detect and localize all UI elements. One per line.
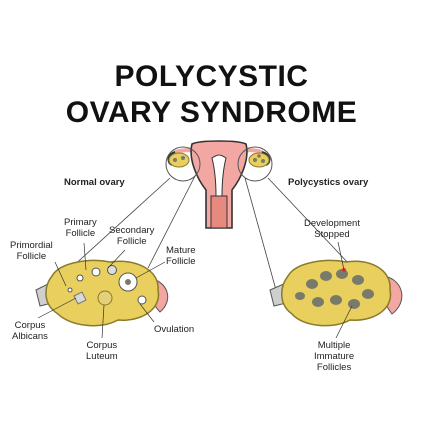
label-corpus-albicans-line2: Albicans bbox=[12, 331, 48, 342]
label-development-stopped-line1: Development bbox=[304, 218, 360, 229]
label-mif-line2: Immature bbox=[314, 351, 355, 362]
label-secondary-follicle: Secondary Follicle bbox=[109, 225, 154, 247]
uterus-illustration bbox=[165, 140, 273, 229]
label-mature-follicle-line1: Mature bbox=[166, 245, 196, 256]
label-mif-line1: Multiple bbox=[317, 340, 351, 351]
label-ovulation: Ovulation bbox=[154, 324, 195, 335]
label-polycystic-ovary: Polycystics ovary bbox=[288, 177, 369, 188]
label-secondary-follicle-line2: Follicle bbox=[116, 236, 147, 247]
label-mature-follicle-line2: Follicle bbox=[166, 256, 196, 267]
label-primary-follicle-line1: Primary bbox=[64, 217, 97, 228]
polycystic-ovary-illustration bbox=[269, 259, 403, 327]
label-primary-follicle-line2: Follicle bbox=[65, 228, 96, 239]
label-primordial-follicle: Primordial Follicle bbox=[10, 240, 53, 262]
label-normal-ovary: Normal ovary bbox=[64, 177, 125, 188]
label-corpus-luteum-line2: Luteum bbox=[86, 351, 118, 362]
label-primary-follicle: Primary Follicle bbox=[64, 217, 97, 239]
title-line-2: OVARY SYNDROME bbox=[65, 96, 358, 129]
title-line-1: POLYCYSTIC bbox=[114, 60, 309, 93]
label-primordial-follicle-line1: Primordial bbox=[10, 240, 53, 251]
label-development-stopped: Development Stopped bbox=[304, 218, 360, 240]
label-primordial-follicle-line2: Follicle bbox=[16, 251, 47, 262]
label-corpus-albicans: Corpus Albicans bbox=[12, 320, 48, 342]
label-mature-follicle: Mature Follicle bbox=[166, 245, 196, 267]
label-corpus-luteum-line1: Corpus bbox=[86, 340, 118, 351]
label-corpus-luteum: Corpus Luteum bbox=[86, 340, 118, 362]
label-development-stopped-line2: Stopped bbox=[314, 229, 350, 240]
label-leaders bbox=[37, 241, 353, 339]
label-multiple-immature-follicles: Multiple Immature Follicles bbox=[314, 340, 354, 373]
label-corpus-albicans-line1: Corpus bbox=[14, 320, 46, 331]
label-secondary-follicle-line1: Secondary bbox=[109, 225, 155, 236]
normal-ovary-illustration bbox=[35, 259, 169, 327]
label-mif-line3: Follicles bbox=[316, 362, 352, 373]
